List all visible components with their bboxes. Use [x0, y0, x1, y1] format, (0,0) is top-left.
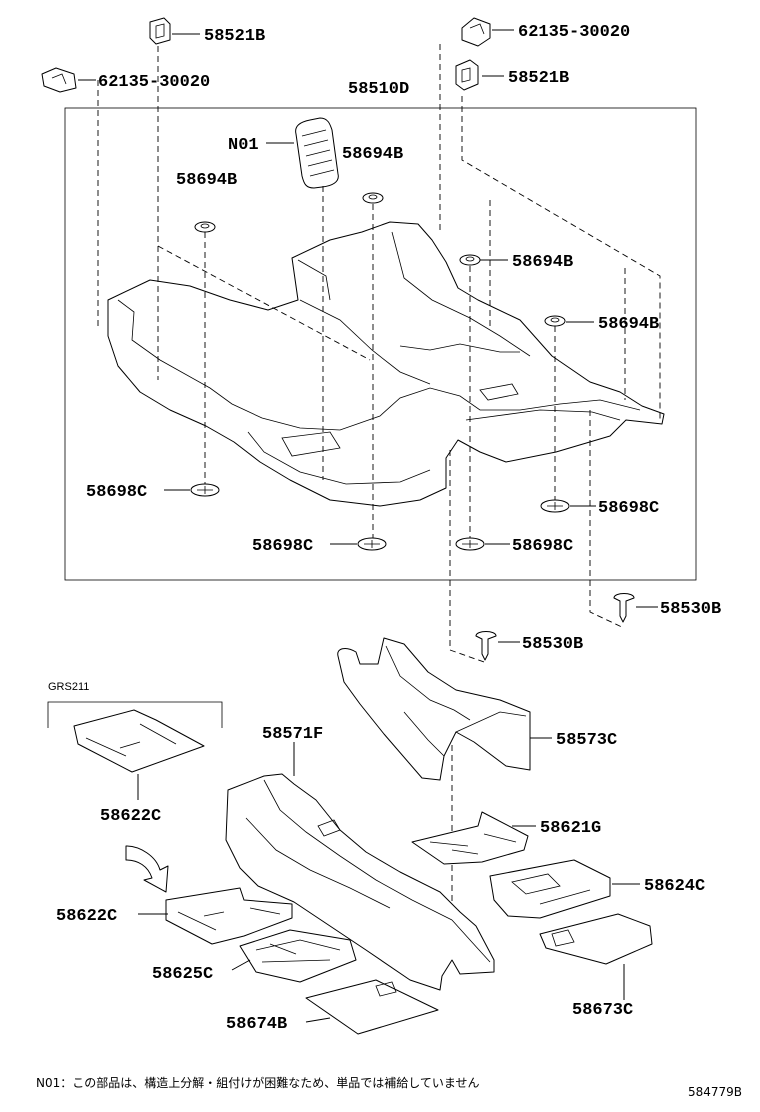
- label-58674B: 58674B: [226, 1015, 287, 1034]
- grommet-58698C-icons: [190, 483, 570, 551]
- tunnel-cover-58573C-icon: [337, 637, 531, 781]
- label-58694B-c: 58694B: [512, 253, 573, 272]
- mat-58673C-icon: [539, 913, 653, 965]
- washer-58694B-icons: [194, 192, 566, 327]
- mat-58622C-lower-icon: [165, 887, 293, 945]
- label-58694B-a: 58694B: [342, 145, 403, 164]
- clip-58521B-right-icon: [455, 59, 479, 91]
- leader-lines: [78, 29, 658, 1023]
- clip-62135-top-icon: [461, 17, 491, 47]
- label-58698C-a: 58698C: [86, 483, 147, 502]
- label-58530B-a: 58530B: [660, 600, 721, 619]
- footnote: N01：この部品は、構造上分解・組付けが困難なため、単品では補給していません: [36, 1075, 480, 1090]
- label-58698C-b: 58698C: [598, 499, 659, 518]
- clip-62135-left-icon: [41, 67, 77, 93]
- pedal-pad-icon: [295, 117, 339, 189]
- label-62135-left: 62135-30020: [98, 73, 210, 92]
- label-58698C-c: 58698C: [252, 537, 313, 556]
- label-58530B-b: 58530B: [522, 635, 583, 654]
- mat-58621G-icon: [411, 811, 529, 865]
- clip-58521B-top-icon: [149, 17, 171, 45]
- mat-58674B-icon: [305, 979, 439, 1035]
- label-58625C: 58625C: [152, 965, 213, 984]
- label-58694B-d: 58694B: [598, 315, 659, 334]
- label-58621G: 58621G: [540, 819, 601, 838]
- part-labels: 58521B 62135-30020 62135-30020 58521B 58…: [48, 23, 721, 1034]
- mat-58624C-icon: [489, 859, 611, 919]
- label-grs211: GRS211: [48, 681, 89, 693]
- label-58673C: 58673C: [572, 1001, 633, 1020]
- grs-bracket: [47, 701, 223, 728]
- diagram-id: 584779B: [688, 1085, 742, 1099]
- floor-carpet-58571F-icon: [225, 773, 495, 991]
- label-58571F: 58571F: [262, 725, 323, 744]
- label-58698C-d: 58698C: [512, 537, 573, 556]
- mat-58622C-upper-icon: [73, 709, 205, 773]
- floor-carpet-assembly-icon: [107, 221, 665, 507]
- label-N01: N01: [228, 136, 259, 155]
- alignment-lines: [97, 44, 661, 930]
- label-58521B-top: 58521B: [204, 27, 265, 46]
- label-58573C: 58573C: [556, 731, 617, 750]
- assembly-frame: [64, 107, 697, 581]
- label-58624C: 58624C: [644, 877, 705, 896]
- label-62135-top: 62135-30020: [518, 23, 630, 42]
- label-58521B-right: 58521B: [508, 69, 569, 88]
- label-58622C-b: 58622C: [56, 907, 117, 926]
- direction-arrow-icon: [125, 845, 169, 893]
- push-clip-58530B-icons: [475, 593, 635, 661]
- label-58694B-b: 58694B: [176, 171, 237, 190]
- label-58622C-a: 58622C: [100, 807, 161, 826]
- mat-58625C-icon: [239, 929, 357, 983]
- label-58510D: 58510D: [348, 80, 409, 99]
